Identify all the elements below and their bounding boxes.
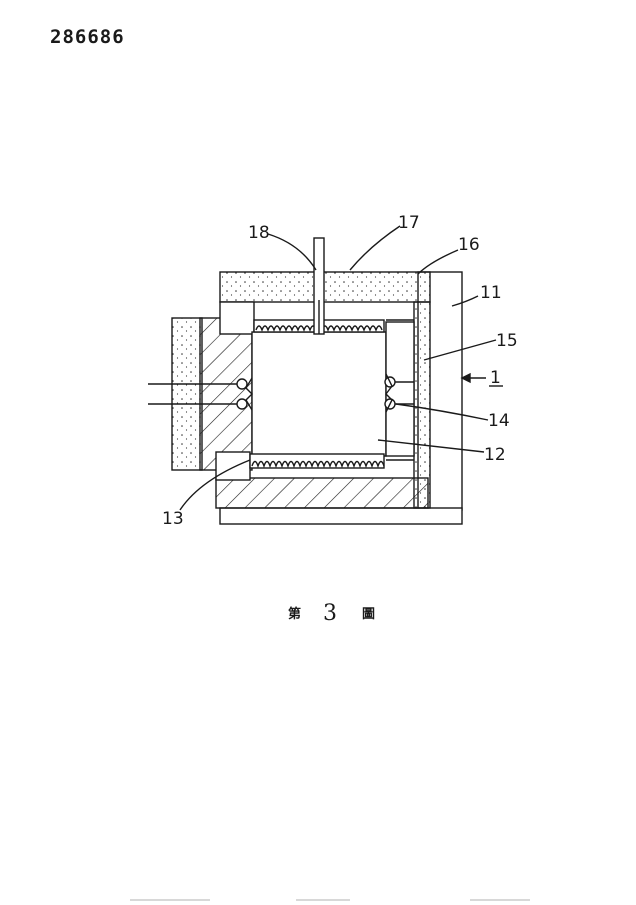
- bottom-hatched-block: [215, 477, 429, 509]
- left-insulation-block: [171, 317, 203, 471]
- arrowhead-1: [460, 372, 471, 384]
- label-14: 14: [488, 411, 510, 431]
- leader-16: [417, 249, 459, 275]
- right-port-notch: [385, 373, 393, 413]
- leader-13: [179, 459, 251, 511]
- label-18: 18: [248, 223, 270, 243]
- leader-18: [267, 233, 317, 271]
- base-plate: [219, 507, 463, 525]
- leader-14: [395, 403, 489, 421]
- document-number: 286686: [50, 26, 125, 48]
- left-hatched-block: [199, 317, 253, 471]
- left-port-notch: [245, 377, 253, 411]
- label-17: 17: [398, 213, 420, 233]
- leader-15: [423, 339, 497, 361]
- top-heater-coil: [255, 325, 383, 332]
- caption-suffix: 圖: [362, 606, 375, 622]
- bottom-heater-coil: [251, 460, 385, 469]
- top-insulation-lid: [219, 271, 431, 303]
- caption-number: 3: [323, 601, 337, 626]
- bottom-left-corner-block: [215, 451, 251, 481]
- caption-prefix: 第: [288, 606, 301, 622]
- left-seal-upper: [236, 378, 248, 390]
- label-12: 12: [484, 445, 506, 465]
- leader-17: [349, 225, 401, 271]
- label-11: 11: [480, 283, 502, 303]
- top-left-corner-block: [219, 301, 255, 335]
- label-1: 1: [490, 368, 501, 388]
- leader-12: [377, 439, 485, 453]
- leader-11: [451, 295, 479, 307]
- left-seal-lower: [236, 398, 248, 410]
- label-15: 15: [496, 331, 518, 351]
- label-13: 13: [162, 509, 184, 529]
- right-inner-block: [385, 321, 415, 457]
- bottom-heater-strip: [249, 453, 385, 469]
- label-16: 16: [458, 235, 480, 255]
- inner-chamber: [251, 331, 387, 457]
- right-insulation-wall: [413, 301, 431, 509]
